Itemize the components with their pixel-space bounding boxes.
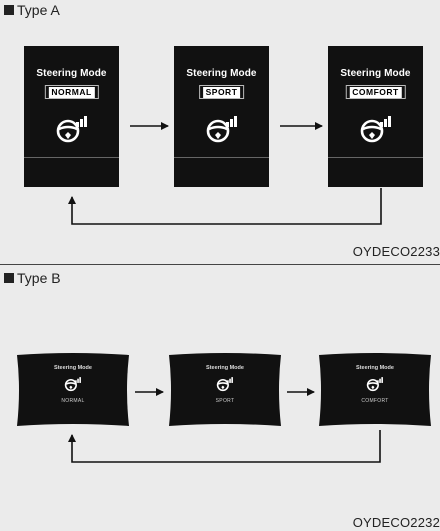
panel-mode-label: SPORT <box>198 85 245 99</box>
type-a-title-text: Type A <box>17 2 60 18</box>
panel-heading: Steering Mode <box>54 365 92 371</box>
panel-divider <box>174 157 269 158</box>
panel-divider <box>24 157 119 158</box>
panel-heading: Steering Mode <box>186 68 257 79</box>
panel-heading: Steering Mode <box>356 365 394 371</box>
type-a-return-arrow <box>68 188 382 225</box>
steering-wheel-icon <box>64 377 81 392</box>
panel-mode-label: NORMAL <box>44 85 99 99</box>
steering-wheel-icon <box>56 116 87 143</box>
type-a-figure-code: OYDECO2233 <box>352 244 440 259</box>
type-a-panel-normal: Steering Mode NORMAL <box>24 46 119 187</box>
type-b-figure-code: OYDECO2232 <box>352 515 440 530</box>
steering-wheel-icon <box>366 377 383 392</box>
bullet-square-icon <box>4 273 14 283</box>
type-b-panel-normal: Steering Mode NORMAL <box>12 352 134 429</box>
panel-heading: Steering Mode <box>36 68 107 79</box>
type-a-panel-sport: Steering Mode SPORT <box>174 46 269 187</box>
section-divider <box>0 264 440 265</box>
bullet-square-icon <box>4 5 14 15</box>
type-b-title: Type B <box>4 270 61 286</box>
panel-mode-label: COMFORT <box>345 85 406 99</box>
panel-divider <box>328 157 423 158</box>
type-b-panel-comfort: Steering Mode COMFORT <box>314 352 436 429</box>
type-b-title-text: Type B <box>17 270 61 286</box>
type-b-return-arrow <box>68 430 381 463</box>
type-a-title: Type A <box>4 2 60 18</box>
type-a-panel-comfort: Steering Mode COMFORT <box>328 46 423 187</box>
type-b-panel-sport: Steering Mode SPORT <box>164 352 286 429</box>
steering-wheel-icon <box>206 116 237 143</box>
panel-mode-label: NORMAL <box>61 398 85 404</box>
panel-mode-label: COMFORT <box>361 398 389 404</box>
panel-mode-label: SPORT <box>215 398 235 404</box>
panel-heading: Steering Mode <box>206 365 244 371</box>
panel-heading: Steering Mode <box>340 68 411 79</box>
steering-wheel-icon <box>360 116 391 143</box>
steering-wheel-icon <box>216 377 233 392</box>
